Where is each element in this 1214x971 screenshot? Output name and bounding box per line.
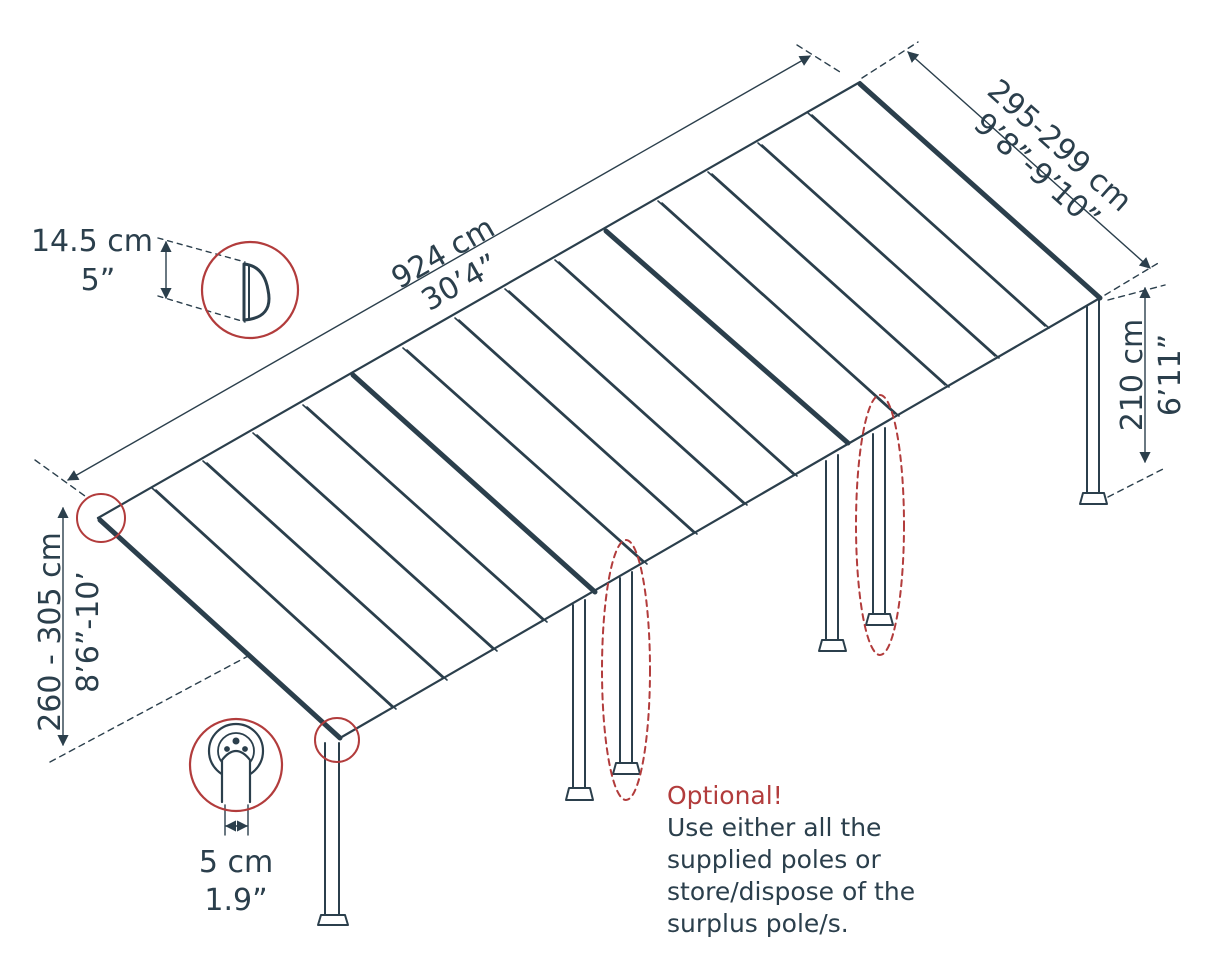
pole-connector-detail bbox=[188, 717, 284, 813]
front-height-label: 260 - 305 cm 8’6”-10’ bbox=[33, 532, 106, 732]
length-arrow bbox=[67, 55, 811, 481]
joint-highlights bbox=[76, 394, 905, 801]
optional-pole-marker-2 bbox=[855, 394, 905, 656]
post-5-optional bbox=[865, 427, 894, 626]
optional-pole-marker-1 bbox=[601, 539, 651, 801]
back-height-imperial: 6’11” bbox=[1153, 334, 1188, 416]
back-height-metric: 210 cm bbox=[1115, 319, 1150, 432]
gutter-label: 14.5 cm 5” bbox=[31, 224, 153, 298]
pole-bracket-icon bbox=[220, 749, 252, 804]
note-line-1: Use either all the bbox=[667, 813, 881, 842]
optional-note: Optional! Use either all the supplied po… bbox=[667, 781, 915, 938]
post-1 bbox=[317, 742, 349, 926]
gutter-profile-detail bbox=[200, 240, 300, 340]
corner-joint-circle bbox=[76, 493, 126, 543]
note-title: Optional! bbox=[667, 781, 783, 810]
gutter-metric: 14.5 cm bbox=[31, 224, 153, 259]
roof-rafters bbox=[97, 81, 1103, 741]
post-2 bbox=[565, 599, 594, 801]
front-height-imperial: 8’6”-10’ bbox=[71, 571, 106, 693]
dimension-lines bbox=[34, 41, 1166, 836]
length-label: 924 cm 30’4” bbox=[386, 210, 505, 318]
pole-imperial: 1.9” bbox=[204, 883, 267, 918]
front-posts bbox=[317, 299, 1108, 926]
post-back bbox=[1079, 299, 1108, 505]
front-joint-circle bbox=[314, 717, 360, 763]
back-height-label: 210 cm 6’11” bbox=[1115, 319, 1188, 432]
post-3-optional bbox=[612, 571, 641, 775]
pole-label: 5 cm 1.9” bbox=[199, 845, 273, 918]
roof-frame bbox=[96, 80, 1102, 740]
depth-arrow bbox=[907, 51, 1151, 269]
gutter-profile-icon bbox=[242, 262, 271, 322]
pole-detail-circle bbox=[188, 717, 284, 813]
post-4 bbox=[818, 454, 847, 652]
depth-label: 295-299 cm 9’8”-9’10” bbox=[967, 73, 1139, 237]
note-line-4: surplus pole/s. bbox=[667, 909, 849, 938]
front-height-metric: 260 - 305 cm bbox=[33, 532, 68, 732]
gutter-detail-circle bbox=[200, 240, 300, 340]
note-line-3: store/dispose of the bbox=[667, 877, 915, 906]
gutter-imperial: 5” bbox=[81, 263, 116, 298]
pole-metric: 5 cm bbox=[199, 845, 273, 880]
roof-front-beam bbox=[338, 296, 1102, 740]
note-line-2: supplied poles or bbox=[667, 845, 881, 874]
